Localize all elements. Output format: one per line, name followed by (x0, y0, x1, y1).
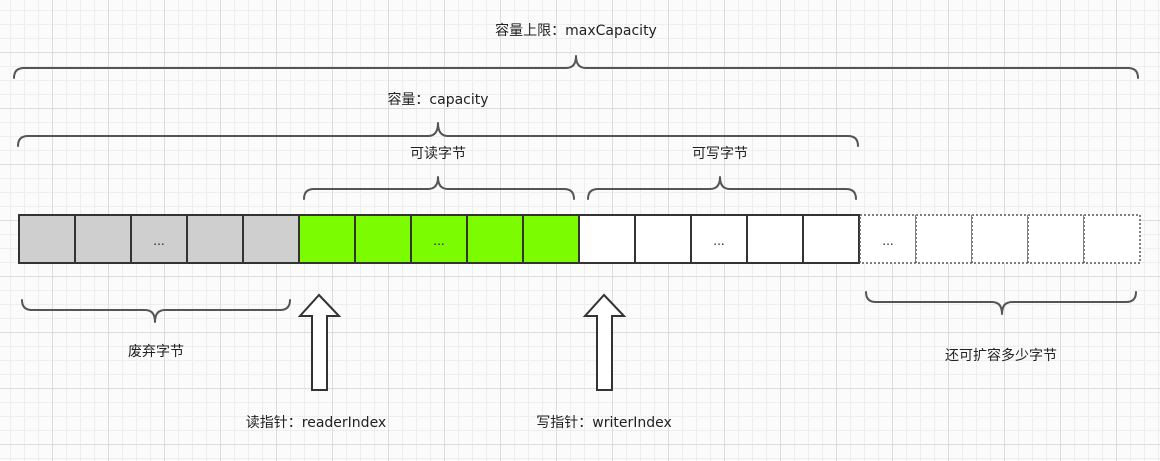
capacity-brace (17, 122, 859, 147)
byte-cell (18, 214, 76, 264)
expandable-bytes-label: 还可扩容多少字节 (945, 347, 1057, 364)
byte-cell (802, 214, 860, 264)
capacity-label: 容量：capacity (387, 91, 488, 108)
max-capacity-label: 容量上限：maxCapacity (495, 22, 657, 39)
reader-index-label: 读指针：readerIndex (246, 414, 386, 431)
byte-cell (298, 214, 356, 264)
writable-bytes-brace (587, 176, 857, 200)
writer-index-arrow-icon (582, 293, 627, 391)
byte-cell (466, 214, 524, 264)
byte-cell (746, 214, 804, 264)
readable-bytes-label: 可读字节 (410, 145, 466, 162)
read-ellipsis: ... (433, 234, 444, 248)
write-ellipsis: ... (713, 234, 724, 248)
byte-cell (971, 214, 1029, 264)
byte-cell (578, 214, 636, 264)
discard-ellipsis: ... (153, 234, 164, 248)
byte-cell (242, 214, 300, 264)
byte-cell (130, 214, 188, 264)
byte-cell (354, 214, 412, 264)
byte-cell (915, 214, 973, 264)
expandable-bytes-brace (865, 291, 1137, 315)
readable-bytes-segment: ... (298, 214, 580, 264)
byte-cell (522, 214, 580, 264)
reader-index-arrow-icon (297, 293, 342, 391)
byte-cell (634, 214, 692, 264)
expandable-bytes-segment: ... (859, 214, 1141, 264)
extend-ellipsis: ... (882, 234, 893, 248)
writer-index-label: 写指针：writerIndex (536, 415, 672, 431)
byte-cell (186, 214, 244, 264)
byte-cell (1027, 214, 1085, 264)
discardable-bytes-segment: ... (18, 214, 300, 264)
discardable-bytes-brace (21, 299, 291, 323)
byte-cell (410, 214, 468, 264)
byte-cell (74, 214, 132, 264)
byte-cell (690, 214, 748, 264)
writable-bytes-label: 可写字节 (692, 146, 748, 162)
byte-cell (1083, 214, 1141, 264)
max-capacity-brace (13, 55, 1139, 79)
writable-bytes-segment: ... (578, 214, 860, 264)
discardable-bytes-label: 废弃字节 (128, 344, 184, 360)
readable-bytes-brace (303, 176, 575, 200)
